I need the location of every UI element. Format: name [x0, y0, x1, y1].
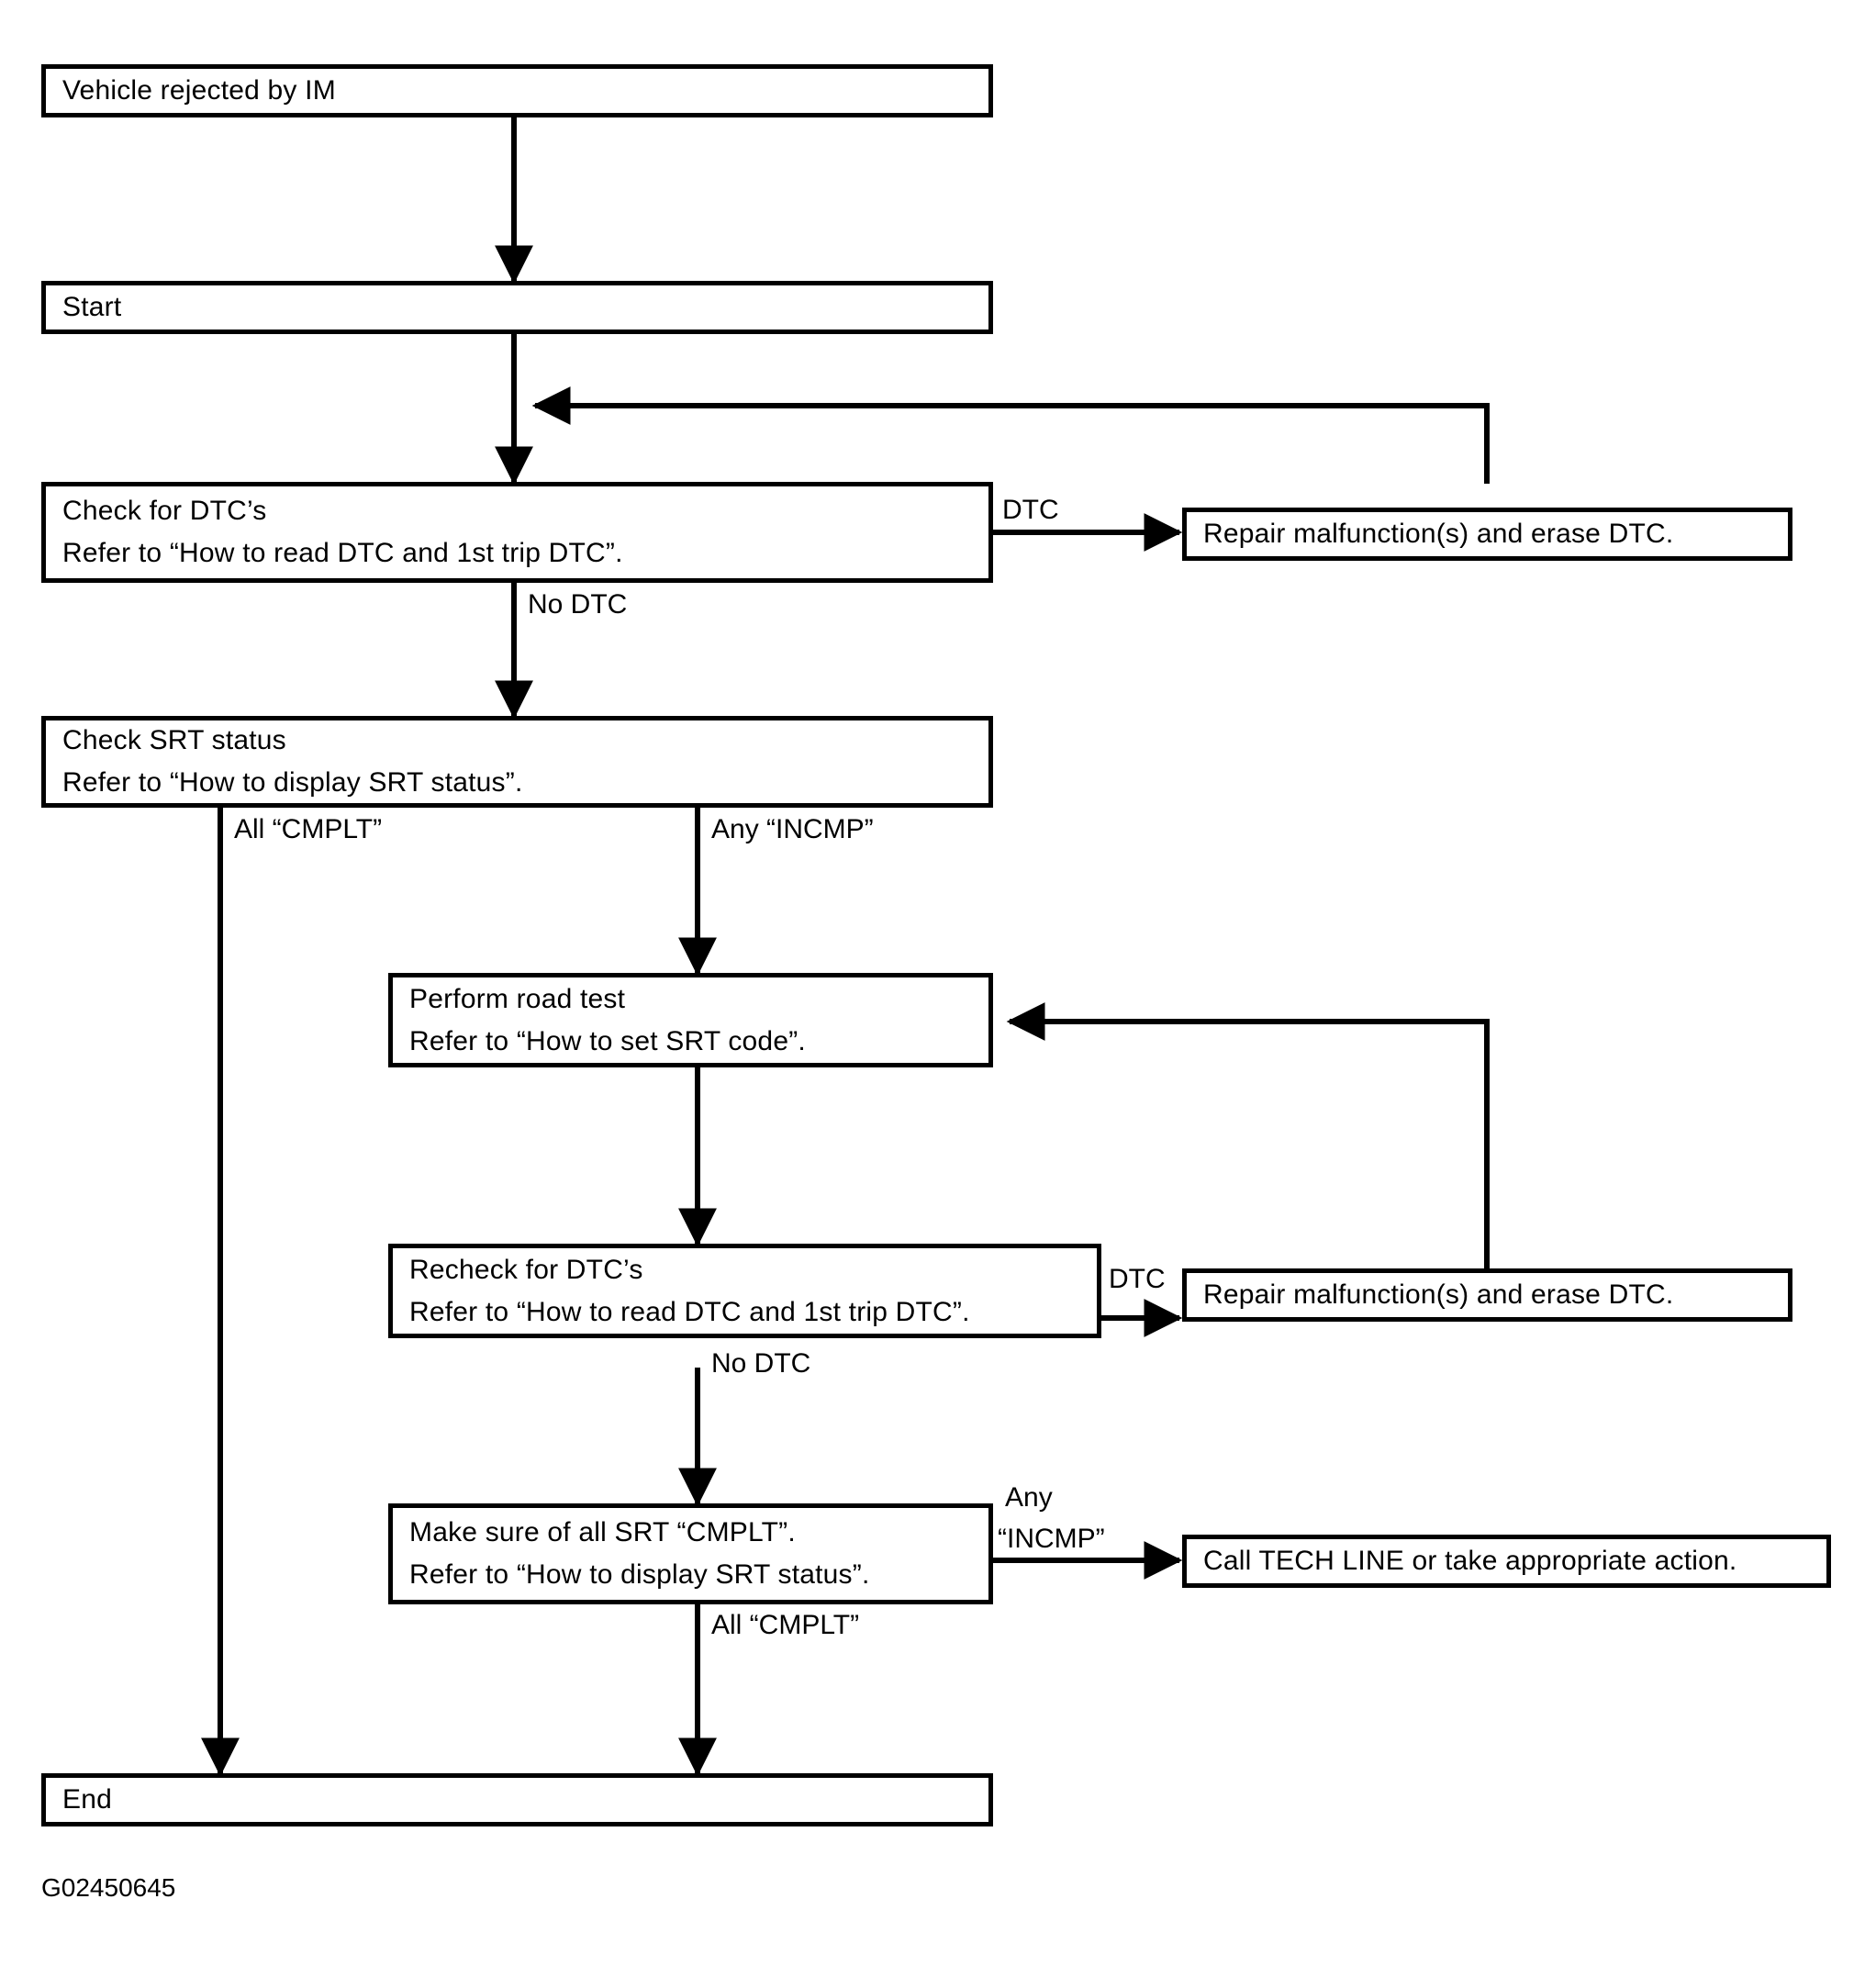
edge-label-any-incmp-2-line-2: “INCMP” — [998, 1524, 1105, 1554]
node-start: Start — [41, 281, 993, 334]
node-text: Repair malfunction(s) and erase DTC. — [1203, 519, 1674, 549]
node-perform-road-test: Perform road test Refer to “How to set S… — [388, 973, 993, 1067]
edge-label-any-incmp-2-line-1: Any — [1005, 1482, 1053, 1513]
node-text: Vehicle rejected by IM — [62, 75, 336, 106]
node-vehicle-rejected: Vehicle rejected by IM — [41, 64, 993, 117]
node-repair-malfunction-1: Repair malfunction(s) and erase DTC. — [1182, 508, 1792, 561]
node-repair-malfunction-2: Repair malfunction(s) and erase DTC. — [1182, 1268, 1792, 1322]
node-text: Repair malfunction(s) and erase DTC. — [1203, 1279, 1674, 1310]
node-text-line-1: Make sure of all SRT “CMPLT”. — [409, 1517, 796, 1547]
node-text-line-2: Refer to “How to read DTC and 1st trip D… — [409, 1296, 970, 1327]
node-check-dtc: Check for DTC’s Refer to “How to read DT… — [41, 482, 993, 583]
node-text-line-1: Check for DTC’s — [62, 496, 267, 526]
edge-label-all-cmplt-2: All “CMPLT” — [711, 1610, 860, 1640]
node-text: End — [62, 1784, 112, 1815]
node-end: End — [41, 1773, 993, 1826]
node-text-line-1: Perform road test — [409, 983, 626, 1014]
node-text: Call TECH LINE or take appropriate actio… — [1203, 1546, 1737, 1576]
node-text-line-2: Refer to “How to set SRT code”. — [409, 1025, 806, 1056]
edge-label-dtc-2: DTC — [1109, 1264, 1166, 1294]
node-text: Start — [62, 292, 122, 322]
edge-label-no-dtc-2: No DTC — [711, 1348, 811, 1379]
node-text-line-2: Refer to “How to display SRT status”. — [409, 1559, 870, 1590]
node-text-line-1: Recheck for DTC’s — [409, 1254, 643, 1285]
node-check-srt-status: Check SRT status Refer to “How to displa… — [41, 716, 993, 808]
node-recheck-dtc: Recheck for DTC’s Refer to “How to read … — [388, 1244, 1101, 1338]
node-call-tech-line: Call TECH LINE or take appropriate actio… — [1182, 1535, 1831, 1588]
edge-label-all-cmplt-1: All “CMPLT” — [234, 814, 383, 844]
edge-label-any-incmp-1: Any “INCMP” — [711, 814, 874, 844]
node-text-line-2: Refer to “How to read DTC and 1st trip D… — [62, 538, 623, 568]
node-make-sure-srt-cmplt: Make sure of all SRT “CMPLT”. Refer to “… — [388, 1503, 993, 1604]
edge-label-dtc-1: DTC — [1002, 495, 1059, 525]
node-text-line-2: Refer to “How to display SRT status”. — [62, 767, 523, 798]
figure-code: G02450645 — [41, 1873, 176, 1902]
node-text-line-1: Check SRT status — [62, 725, 286, 755]
edge-label-no-dtc-1: No DTC — [528, 589, 628, 620]
